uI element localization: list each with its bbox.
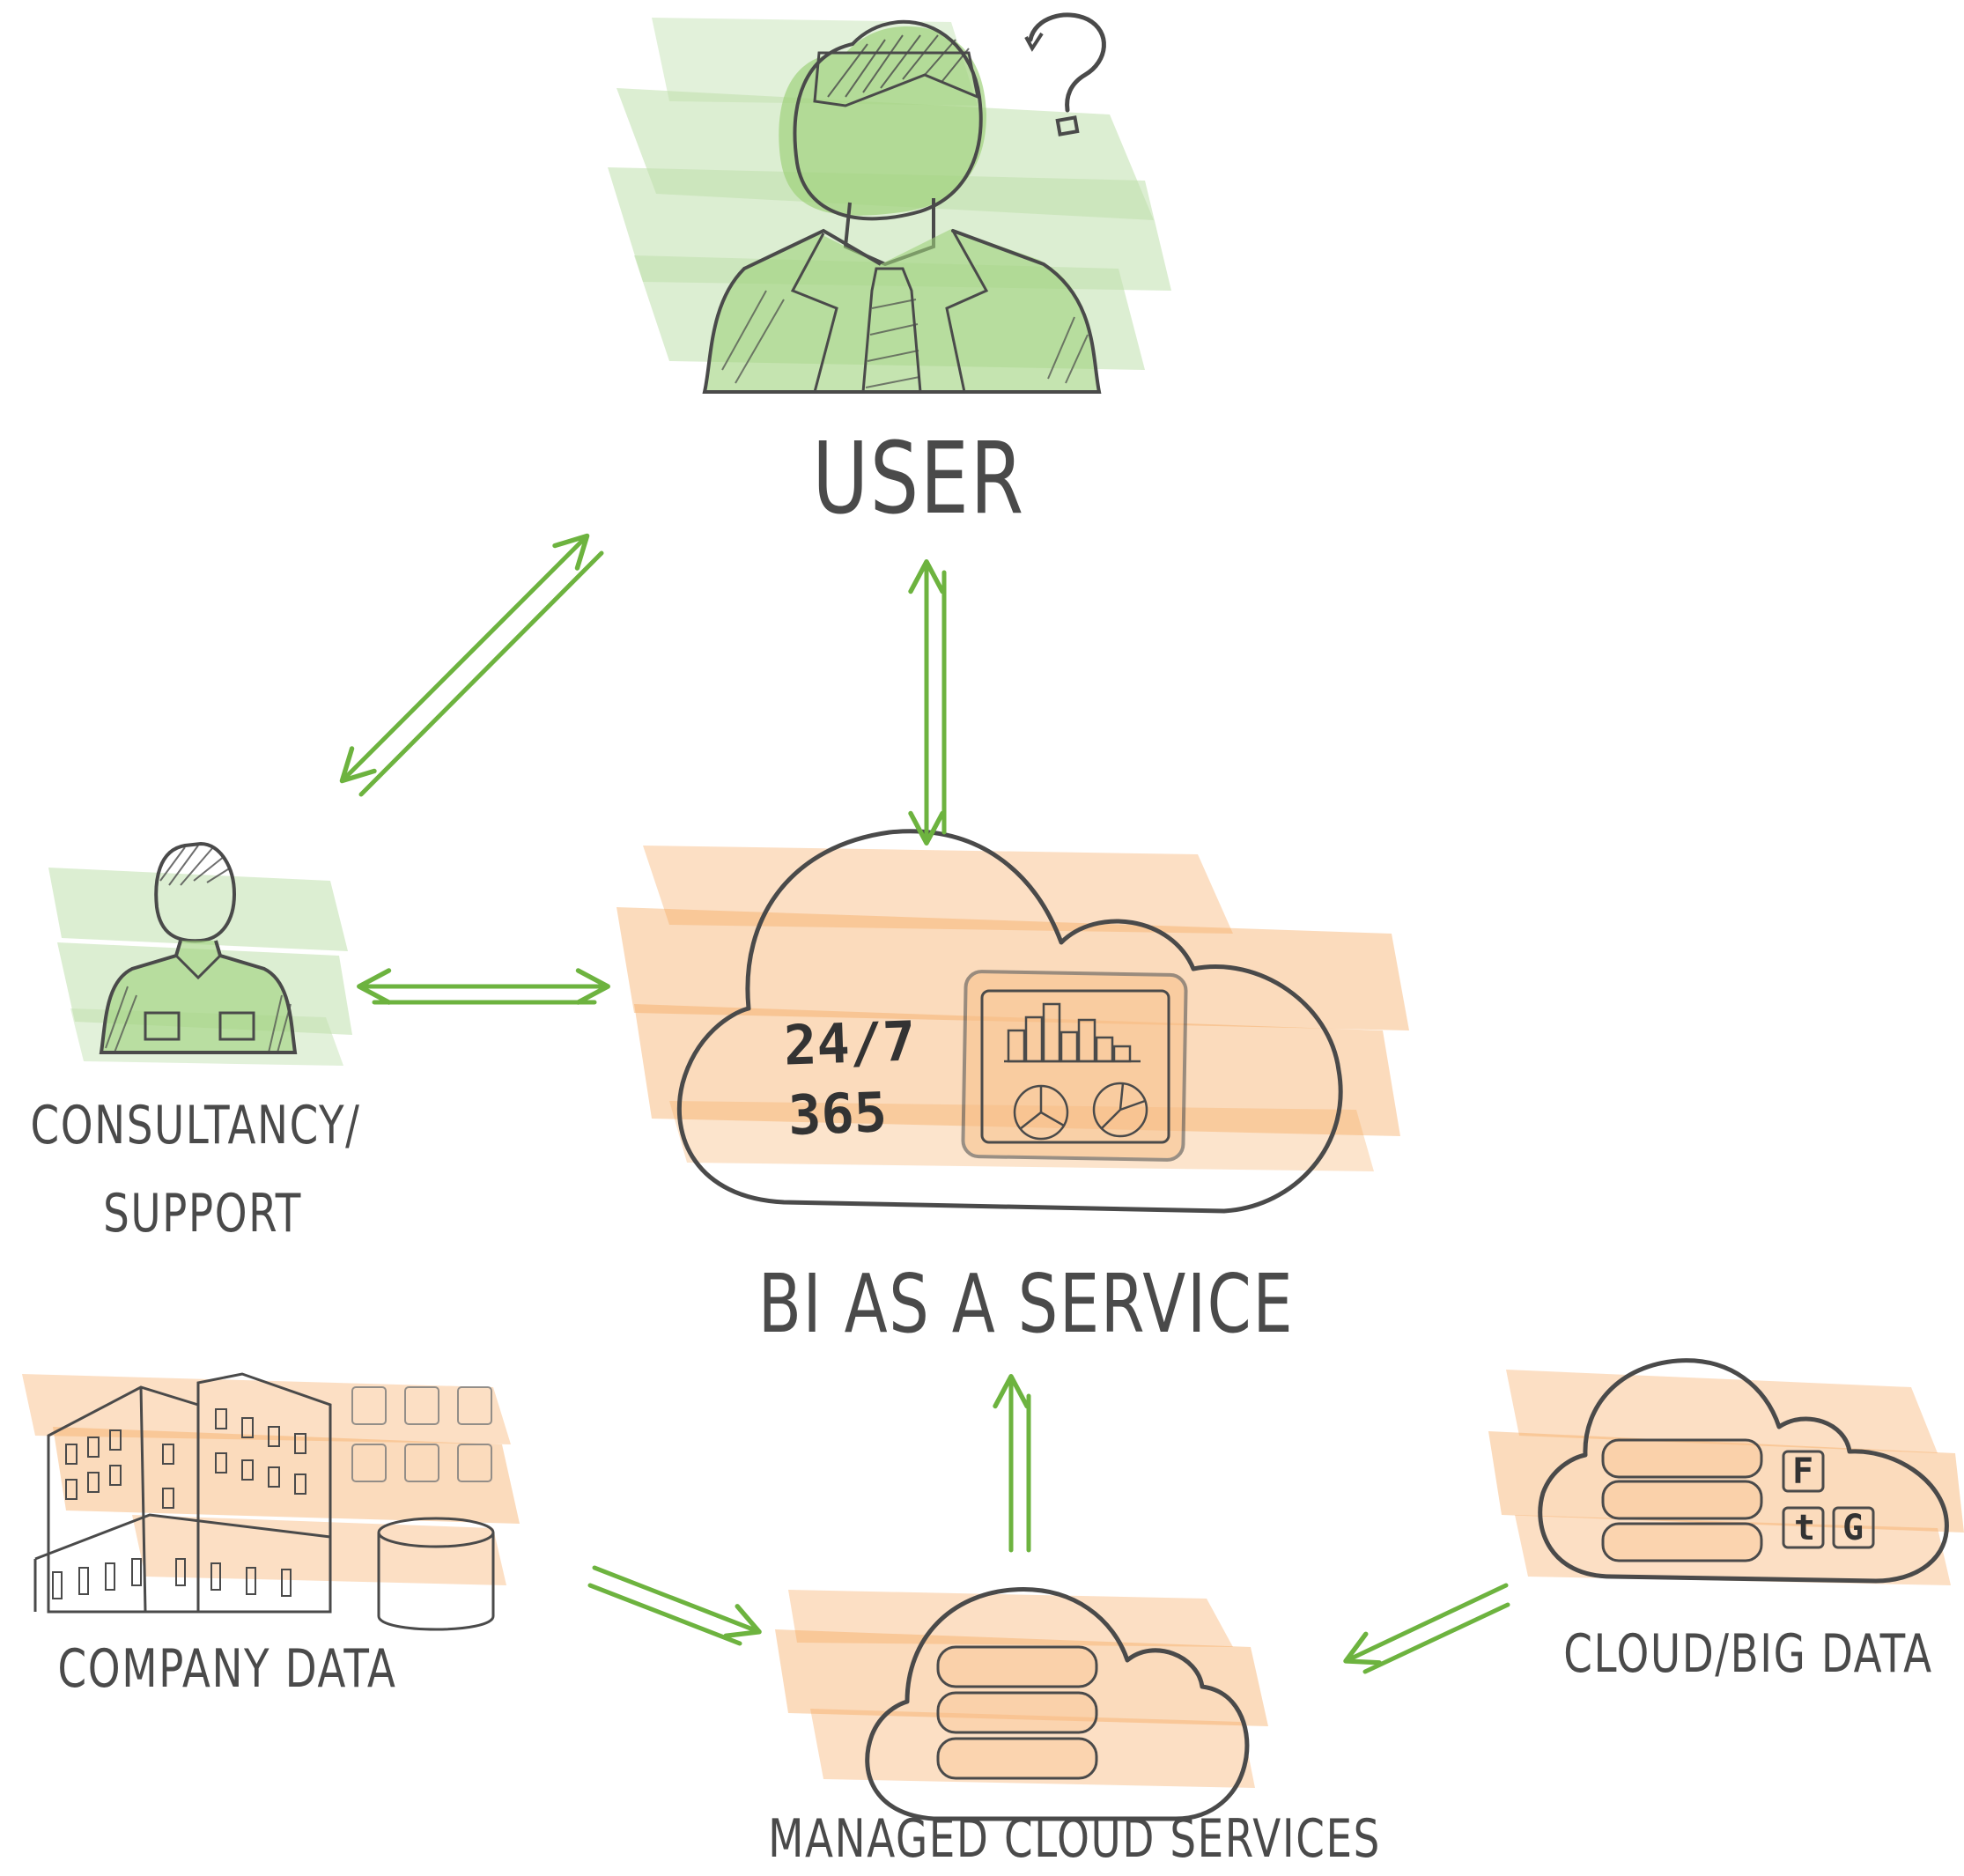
badge-g-icon: G [1842, 1508, 1864, 1548]
bi-service-label: BI AS A SERVICE [757, 1257, 1295, 1351]
company-data-node-icon [22, 1372, 520, 1631]
arrow-consultancy-bi [357, 968, 610, 1005]
consultancy-label-line1: CONSULTANCY/ [30, 1095, 361, 1156]
availability-hours-text: 24/7 [782, 1008, 917, 1078]
arrow-consultancy-user [339, 533, 604, 797]
cloud-big-data-node-icon [1488, 1358, 1964, 1585]
arrow-company-managed [587, 1565, 762, 1646]
connectors [339, 533, 1510, 1674]
badge-t-icon: t [1794, 1508, 1816, 1548]
cloud-big-data-label: CLOUD/BIG DATA [1563, 1623, 1933, 1685]
managed-cloud-node-icon [775, 1587, 1268, 1821]
consultancy-node-icon [48, 841, 352, 1066]
user-node-icon [608, 12, 1171, 394]
badge-f-icon: F [1792, 1451, 1814, 1492]
managed-cloud-label: MANAGED CLOUD SERVICES [768, 1808, 1381, 1870]
orange-highlight [775, 1590, 1268, 1788]
arrow-bigdata-managed [1343, 1583, 1510, 1674]
arrow-bi-user [908, 559, 947, 846]
availability-days-text: 365 [786, 1080, 889, 1148]
company-data-label: COMPANY DATA [57, 1638, 397, 1700]
orange-highlight [22, 1374, 520, 1585]
bi-service-cloud-icon [617, 829, 1409, 1214]
user-label: USER [812, 422, 1025, 536]
consultancy-label-line2: SUPPORT [103, 1183, 302, 1245]
arrow-managed-bi [993, 1374, 1031, 1553]
